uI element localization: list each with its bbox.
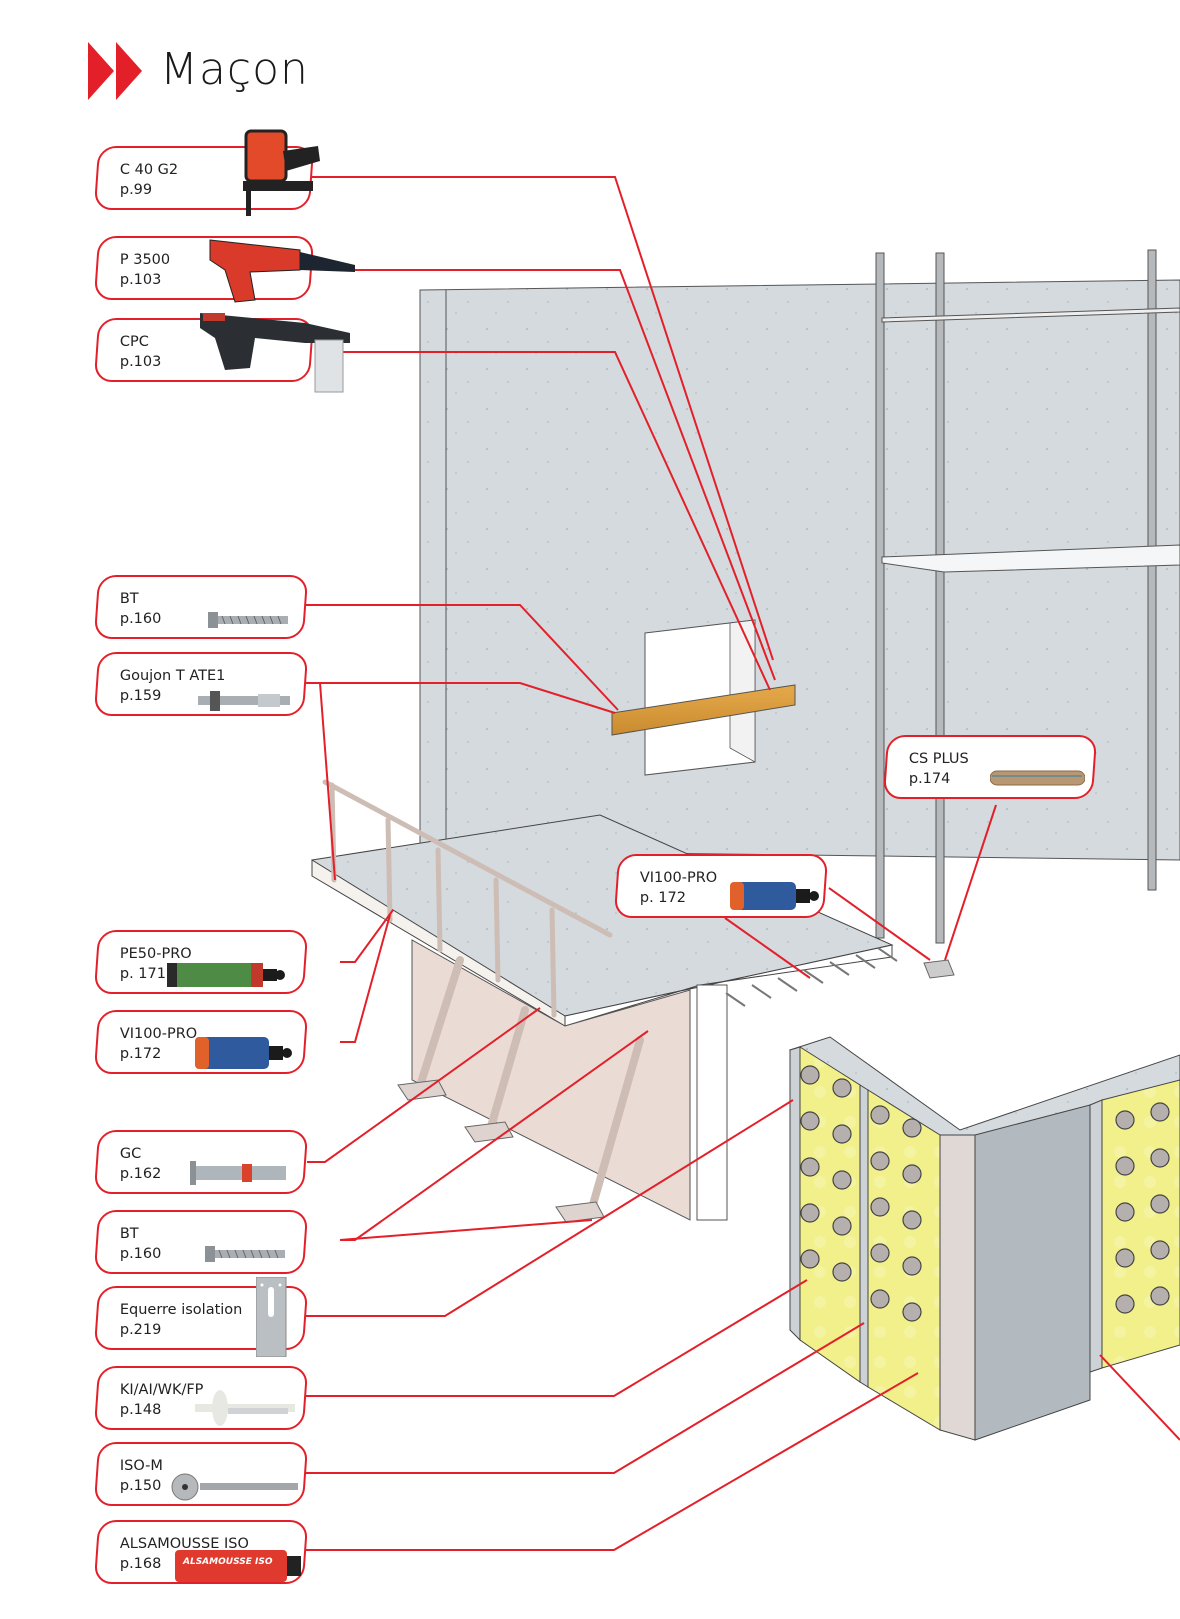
concrete-screw-icon bbox=[205, 1246, 285, 1262]
insulation-fixing-icon bbox=[171, 1473, 298, 1501]
dowel bbox=[1115, 1294, 1135, 1314]
dowel bbox=[870, 1151, 890, 1171]
product-name: P 3500 bbox=[119, 252, 171, 268]
product-name: CS PLUS bbox=[908, 751, 969, 767]
dowel bbox=[870, 1197, 890, 1217]
powder-actuated-tool-icon bbox=[209, 239, 355, 303]
insulation-plug-icon bbox=[195, 1390, 295, 1426]
dowel bbox=[902, 1210, 922, 1230]
product-name: Equerre isolation bbox=[119, 1302, 243, 1318]
dowel bbox=[870, 1289, 890, 1309]
powder-actuated-tool-magazine-icon bbox=[200, 313, 350, 393]
product-name: ISO-M bbox=[119, 1458, 163, 1474]
insulation-dowels bbox=[800, 1065, 1170, 1322]
guardrail bbox=[322, 779, 613, 1018]
dowel bbox=[832, 1262, 852, 1282]
page-ref: p.219 bbox=[119, 1322, 162, 1338]
page-ref: p.103 bbox=[119, 272, 162, 288]
double-arrow-icon bbox=[88, 42, 142, 100]
chemical-cartridge-icon bbox=[730, 882, 819, 910]
dowel bbox=[800, 1065, 820, 1085]
window-opening bbox=[644, 619, 756, 776]
dowel bbox=[1115, 1202, 1135, 1222]
chemical-cartridge-icon bbox=[195, 1037, 292, 1069]
dowel bbox=[1150, 1286, 1170, 1306]
dowel bbox=[870, 1105, 890, 1125]
dowel bbox=[1150, 1240, 1170, 1260]
wedge-anchor-icon bbox=[198, 691, 290, 711]
dowel bbox=[870, 1243, 890, 1263]
page-ref: p.172 bbox=[119, 1046, 162, 1062]
chemical-capsule-icon bbox=[990, 770, 1085, 786]
foam-can-icon: ALSAMOUSSE ISO bbox=[175, 1550, 301, 1582]
page-ref: p.103 bbox=[119, 354, 162, 370]
rebar bbox=[725, 947, 898, 1007]
product-name: BT bbox=[119, 591, 139, 607]
dowel bbox=[1115, 1248, 1135, 1268]
insulated-wall bbox=[788, 1036, 1180, 1441]
struts bbox=[414, 956, 644, 1219]
product-name: Goujon T ATE1 bbox=[119, 668, 226, 684]
dowel bbox=[800, 1203, 820, 1223]
sleeve-anchor-icon bbox=[190, 1161, 286, 1185]
page-ref: p.174 bbox=[908, 771, 951, 787]
product-name: CPC bbox=[119, 334, 149, 350]
dowel bbox=[902, 1256, 922, 1276]
chemical-cartridge-green-icon bbox=[167, 963, 285, 987]
page-ref: p.150 bbox=[119, 1478, 162, 1494]
dowel bbox=[1115, 1110, 1135, 1130]
concrete-wall bbox=[419, 279, 1180, 861]
dowel bbox=[832, 1170, 852, 1190]
product-name: VI100-PRO bbox=[639, 870, 718, 886]
dowel bbox=[832, 1078, 852, 1098]
page-ref: p.160 bbox=[119, 1246, 162, 1262]
can-label: ALSAMOUSSE ISO bbox=[182, 1557, 273, 1567]
dowel bbox=[832, 1124, 852, 1144]
dowel bbox=[902, 1118, 922, 1138]
product-name: BT bbox=[119, 1226, 139, 1242]
pole-base-plate bbox=[923, 959, 955, 979]
page-ref: p.160 bbox=[119, 611, 162, 627]
dowel bbox=[902, 1302, 922, 1322]
dowel bbox=[902, 1164, 922, 1184]
page-ref: p. 172 bbox=[639, 890, 686, 906]
concrete-screw-icon bbox=[208, 612, 288, 628]
product-name: C 40 G2 bbox=[119, 162, 179, 178]
gas-nailer-icon bbox=[243, 129, 320, 216]
dowel bbox=[800, 1249, 820, 1269]
wood-beam bbox=[611, 684, 796, 736]
page-title: Maçon bbox=[160, 44, 309, 95]
dowel bbox=[800, 1157, 820, 1177]
dowel bbox=[832, 1216, 852, 1236]
scaffold bbox=[875, 249, 1180, 944]
dowel bbox=[800, 1111, 820, 1131]
page-ref: p.162 bbox=[119, 1166, 162, 1182]
dowel bbox=[1150, 1148, 1170, 1168]
page-ref: p.99 bbox=[119, 182, 153, 198]
dowel bbox=[1150, 1102, 1170, 1122]
dowel bbox=[1150, 1194, 1170, 1214]
callout-cs-plus[interactable]: CS PLUS p.174 bbox=[882, 735, 1098, 799]
dowel bbox=[1115, 1156, 1135, 1176]
product-name: GC bbox=[119, 1146, 142, 1162]
product-name: VI100-PRO bbox=[119, 1026, 198, 1042]
insulation-bracket-icon bbox=[256, 1277, 287, 1357]
leader-lines bbox=[300, 176, 1180, 1551]
